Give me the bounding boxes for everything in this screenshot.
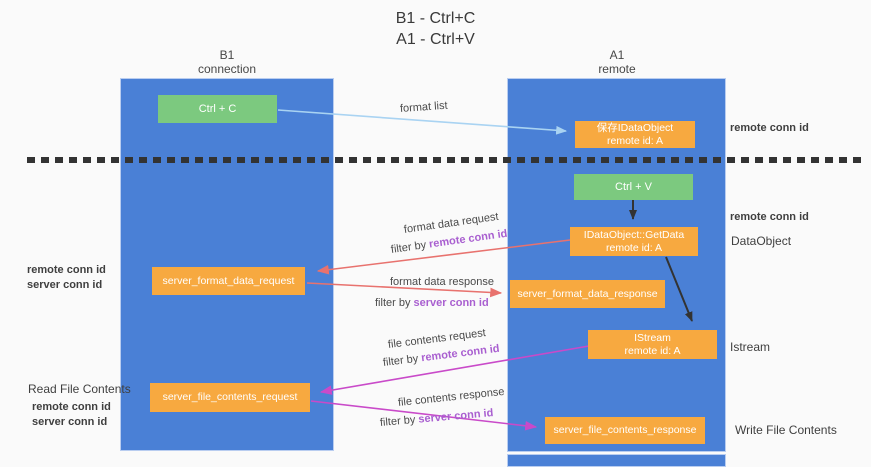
label-remote-conn-id-left-1: remote conn id <box>27 264 106 276</box>
flow-label-file-contents-response: file contents response <box>397 385 506 409</box>
label-istream: Istream <box>730 340 771 354</box>
node-ctrl-c-label: Ctrl + C <box>198 103 237 115</box>
filter-by-text: filter by <box>382 352 422 369</box>
node-istream-line1: IStream <box>634 331 671 344</box>
node-format-request-label: server_format_data_request <box>162 274 295 287</box>
remote-conn-id-text: remote conn id <box>428 227 509 251</box>
label-server-conn-id-left-2: server conn id <box>32 416 108 428</box>
node-getdata-line2: remote id: A <box>605 241 663 254</box>
node-server-file-contents-request: server_file_contents_request <box>150 383 310 412</box>
lane-b1-name: B1 <box>219 48 235 62</box>
filter-by-text: filter by <box>379 413 419 429</box>
title-line-2: A1 - Ctrl+V <box>396 31 475 48</box>
label-remote-conn-id-left-2: remote conn id <box>32 401 111 413</box>
diagram-title: B1 - Ctrl+C A1 - Ctrl+V <box>0 8 871 50</box>
lane-header-b1: B1 connection <box>160 48 294 76</box>
node-getdata-line1: IDataObject::GetData <box>583 228 685 241</box>
label-remote-conn-id-mid-right: remote conn id <box>730 211 809 223</box>
node-save-idataobject-line2: remote id: A <box>606 134 664 147</box>
server-conn-id-text: server conn id <box>413 297 489 309</box>
label-server-conn-id-left-1: server conn id <box>27 279 103 291</box>
node-istream: IStream remote id: A <box>588 330 717 359</box>
label-read-file-contents: Read File Contents <box>28 382 131 396</box>
lane-b1-subtitle: connection <box>197 62 257 76</box>
flow-label-filter-server-2: filter by server conn id <box>379 407 493 429</box>
node-server-format-data-request: server_format_data_request <box>152 267 305 295</box>
node-file-request-label: server_file_contents_request <box>162 391 298 403</box>
node-ctrl-v-label: Ctrl + V <box>615 181 652 193</box>
node-format-response-label: server_format_data_response <box>517 287 658 300</box>
flow-label-format-data-response: format data response <box>390 276 494 288</box>
lane-a1-bottom-truncated <box>507 454 726 467</box>
node-save-idataobject-line1: 保存IDataObject <box>596 121 674 134</box>
label-remote-conn-id-top-right: remote conn id <box>730 122 809 134</box>
lane-header-a1: A1 remote <box>550 48 684 76</box>
node-istream-line2: remote id: A <box>624 344 681 357</box>
node-server-file-contents-response: server_file_contents_response <box>545 417 705 444</box>
lane-a1-subtitle: remote <box>598 62 636 76</box>
filter-by-text: filter by <box>390 238 430 256</box>
server-conn-id-text: server conn id <box>417 407 494 426</box>
remote-conn-id-text: remote conn id <box>420 342 501 365</box>
label-dataobject: DataObject <box>731 234 792 248</box>
lane-a1-name: A1 <box>609 48 625 62</box>
flow-label-format-list: format list <box>399 99 448 115</box>
label-write-file-contents: Write File Contents <box>735 423 837 437</box>
node-ctrl-v: Ctrl + V <box>574 174 693 200</box>
dashed-separator <box>27 157 867 163</box>
node-save-idataobject: 保存IDataObject remote id: A <box>575 121 695 148</box>
filter-by-text: filter by <box>375 297 414 309</box>
node-ctrl-c: Ctrl + C <box>158 95 277 123</box>
title-line-1: B1 - Ctrl+C <box>395 10 476 27</box>
node-idataobject-getdata: IDataObject::GetData remote id: A <box>570 227 698 256</box>
node-server-format-data-response: server_format_data_response <box>510 280 665 308</box>
node-file-response-label: server_file_contents_response <box>553 424 697 436</box>
flow-label-filter-server-1: filter by server conn id <box>375 297 489 309</box>
